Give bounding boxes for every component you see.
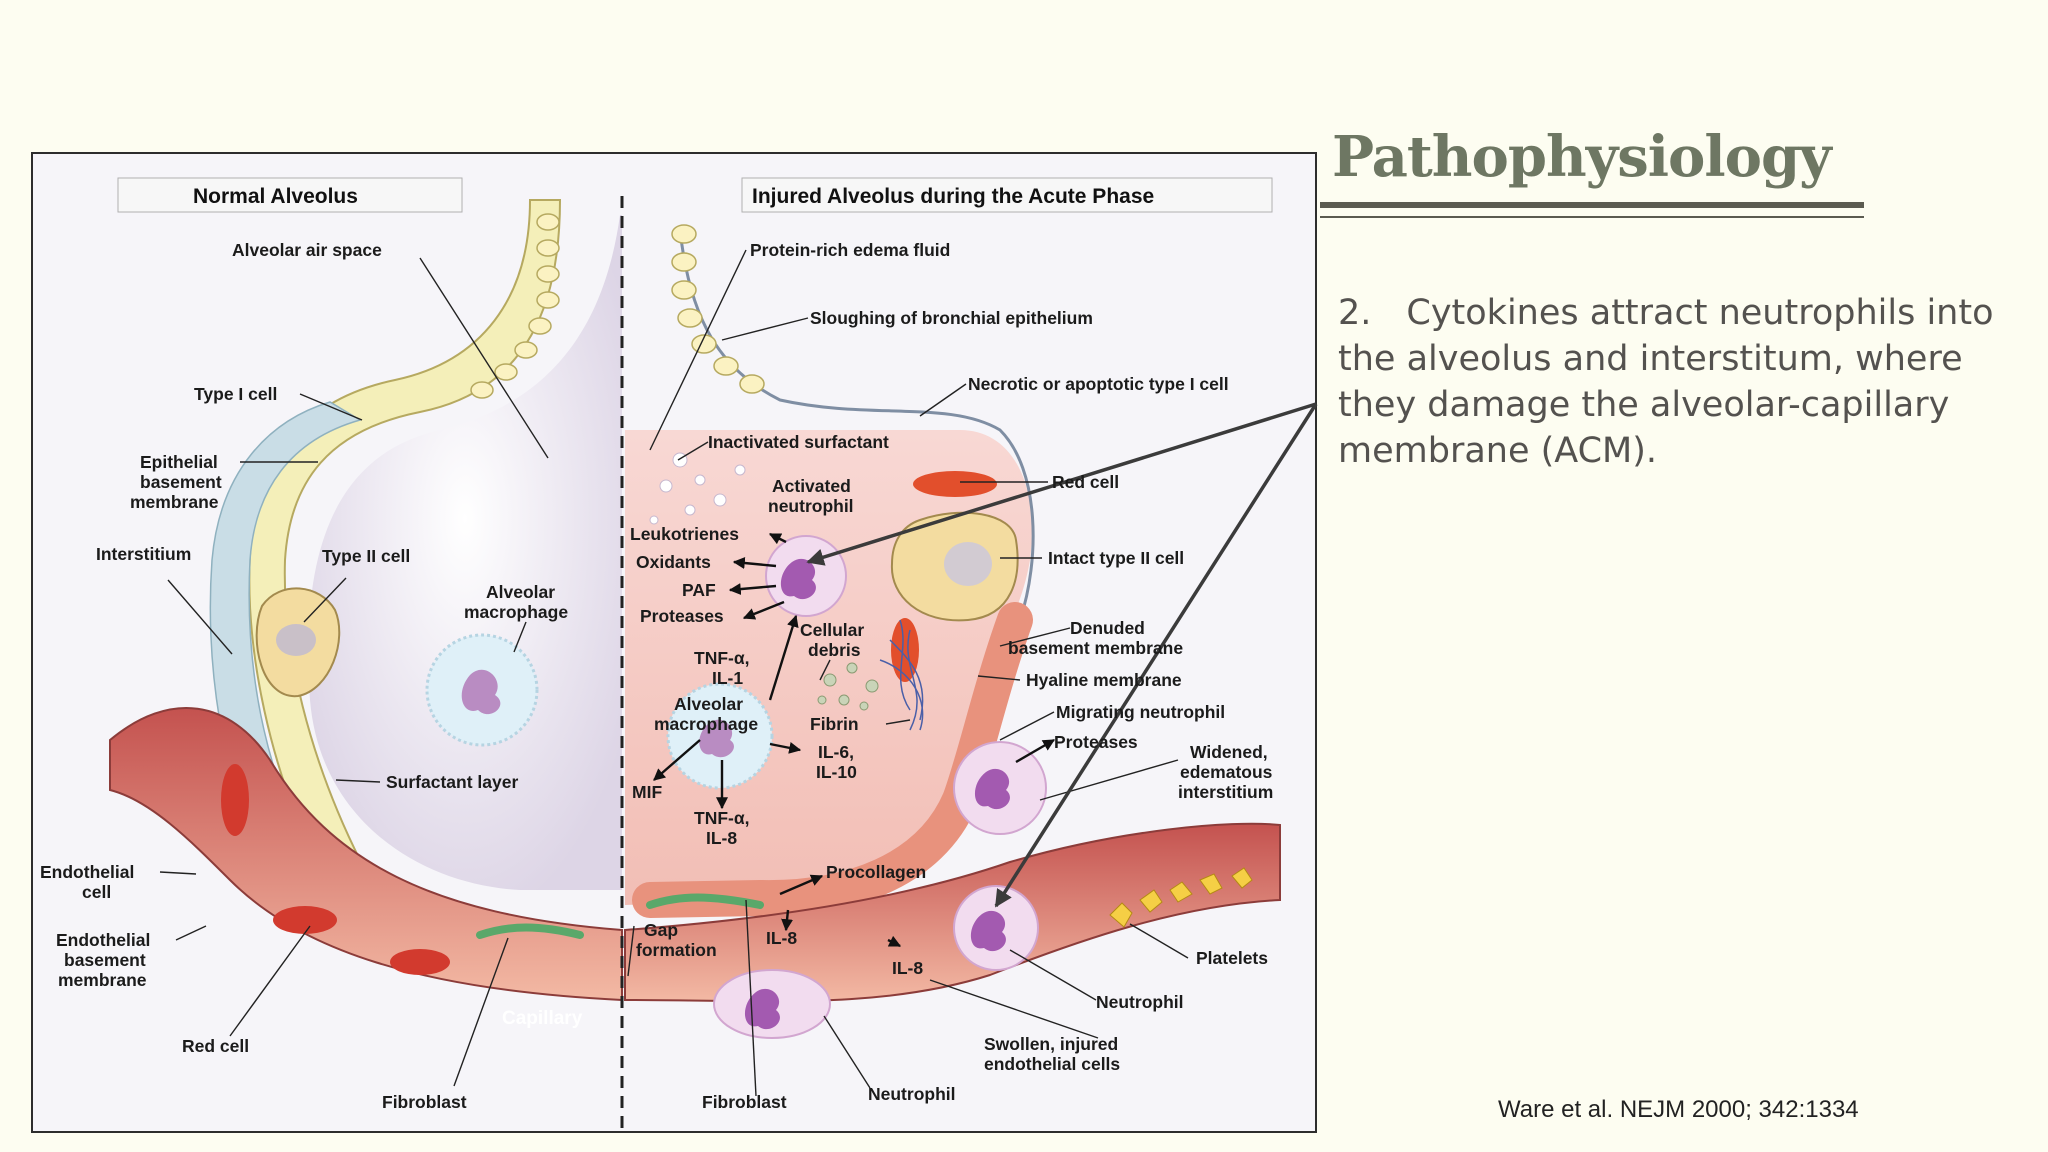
bronchial-epithelium-right [671, 224, 765, 394]
label-activated-neutrophil-1: Activated [772, 476, 851, 496]
label-il8-a: IL-8 [766, 928, 797, 948]
label-platelets: Platelets [1196, 948, 1268, 968]
label-type1-cell: Type I cell [194, 384, 277, 404]
label-type2-cell: Type II cell [322, 546, 410, 566]
label-alveolar-air-space: Alveolar air space [232, 240, 382, 260]
title-underline-thick [1320, 202, 1864, 208]
label-denuded-bm-1: Denuded [1070, 618, 1145, 638]
label-proteases-left: Proteases [640, 606, 724, 626]
fibrin-strands [879, 619, 924, 731]
neutrophil-capillary [953, 885, 1039, 971]
label-sloughing: Sloughing of bronchial epithelium [810, 308, 1093, 328]
label-il8-b: IL-8 [892, 958, 923, 978]
label-tnf-il8-1: TNF-α, [694, 808, 749, 828]
fibroblast-left [476, 923, 584, 939]
label-widened-3: interstitium [1178, 782, 1273, 802]
slide-title: Pathophysiology [1332, 124, 1832, 190]
label-capillary: Capillary [502, 1008, 583, 1029]
label-protein-edema: Protein-rich edema fluid [750, 240, 950, 260]
mediator-arrows [653, 532, 1056, 948]
label-fibrin: Fibrin [810, 714, 859, 734]
label-procollagen: Procollagen [826, 862, 926, 882]
label-hyaline: Hyaline membrane [1026, 670, 1182, 690]
label-intact-type2: Intact type II cell [1048, 548, 1184, 568]
capillary-right [624, 822, 1281, 1003]
label-alv-macro-1: Alveolar [486, 582, 555, 602]
platelets-cluster [1109, 867, 1253, 928]
label-proteases-right: Proteases [1054, 732, 1138, 752]
inactivated-surfactant-droplets [649, 452, 746, 525]
red-cell-left-1 [221, 764, 249, 836]
label-epithelial-bm-2: basement [140, 472, 222, 492]
label-red-cell-right: Red cell [1052, 472, 1119, 492]
label-denuded-bm-2: basement membrane [1008, 638, 1183, 658]
label-endo-bm-1: Endothelial [56, 930, 150, 950]
label-alv-macro-r-2: macrophage [654, 714, 758, 734]
label-oxidants: Oxidants [636, 552, 711, 572]
label-cellular-debris-1: Cellular [800, 620, 864, 640]
right-header: Injured Alveolus during the Acute Phase [752, 185, 1154, 208]
label-red-cell-left: Red cell [182, 1036, 249, 1056]
left-header: Normal Alveolus [193, 185, 358, 208]
fibroblast-right [646, 893, 764, 909]
label-alv-macro-r-1: Alveolar [674, 694, 743, 714]
title-underline-thin [1320, 216, 1864, 218]
label-fibroblast-left: Fibroblast [382, 1092, 467, 1112]
body-text: 2. Cytokines attract neutrophils into th… [1338, 293, 1994, 471]
label-alv-macro-2: macrophage [464, 602, 568, 622]
red-cell-right-2 [891, 618, 919, 682]
alveolar-air-space [308, 215, 622, 890]
label-gap-1: Gap [644, 920, 678, 940]
label-cellular-debris-2: debris [808, 640, 861, 660]
injured-alveolus-panel [476, 224, 1281, 1039]
cellular-debris [817, 662, 879, 711]
label-il6-2: IL-10 [816, 762, 857, 782]
intact-type2-cell [890, 511, 1019, 622]
label-neutrophil-right: Neutrophil [1096, 992, 1184, 1012]
label-activated-neutrophil-2: neutrophil [768, 496, 854, 516]
label-tnf-il1-1: TNF-α, [694, 648, 749, 668]
red-cell-right-1 [913, 471, 997, 497]
label-migrating-neutrophil: Migrating neutrophil [1056, 702, 1225, 722]
red-cell-left-3 [390, 949, 450, 975]
label-swollen-1: Swollen, injured [984, 1034, 1118, 1054]
label-inactivated-surfactant: Inactivated surfactant [708, 432, 889, 452]
label-leukotrienes: Leukotrienes [630, 524, 739, 544]
label-neutrophil-bottom: Neutrophil [868, 1084, 956, 1104]
label-tnf-il1-2: IL-1 [712, 668, 743, 688]
neutrophil-bottom [713, 969, 831, 1039]
leader-lines [159, 249, 1189, 1097]
label-epithelial-bm-3: membrane [130, 492, 219, 512]
red-cell-left-2 [273, 906, 337, 934]
label-endothelial-cell-2: cell [82, 882, 111, 902]
label-gap-2: formation [636, 940, 717, 960]
alveolar-macrophage-right [666, 682, 774, 790]
label-tnf-il8-2: IL-8 [706, 828, 737, 848]
migrating-neutrophil [953, 741, 1047, 835]
label-widened-2: edematous [1180, 762, 1273, 782]
label-il6-1: IL-6, [818, 742, 854, 762]
label-endothelial-cell-1: Endothelial [40, 862, 134, 882]
label-endo-bm-3: membrane [58, 970, 147, 990]
label-endo-bm-2: basement [64, 950, 146, 970]
label-fibroblast-right: Fibroblast [702, 1092, 787, 1112]
normal-alveolus-panel [109, 199, 623, 1002]
label-surfactant-layer: Surfactant layer [386, 772, 518, 792]
label-necrotic: Necrotic or apoptotic type I cell [968, 374, 1229, 394]
label-swollen-2: endothelial cells [984, 1054, 1120, 1074]
label-interstitium: Interstitium [96, 544, 191, 564]
callout-arrows [806, 402, 1318, 908]
bronchial-epithelium-left [470, 213, 560, 399]
citation: Ware et al. NEJM 2000; 342:1334 [1498, 1096, 1859, 1123]
label-widened-1: Widened, [1190, 742, 1268, 762]
label-epithelial-bm-1: Epithelial [140, 452, 218, 472]
label-paf: PAF [682, 580, 716, 600]
label-mif: MIF [632, 782, 662, 802]
